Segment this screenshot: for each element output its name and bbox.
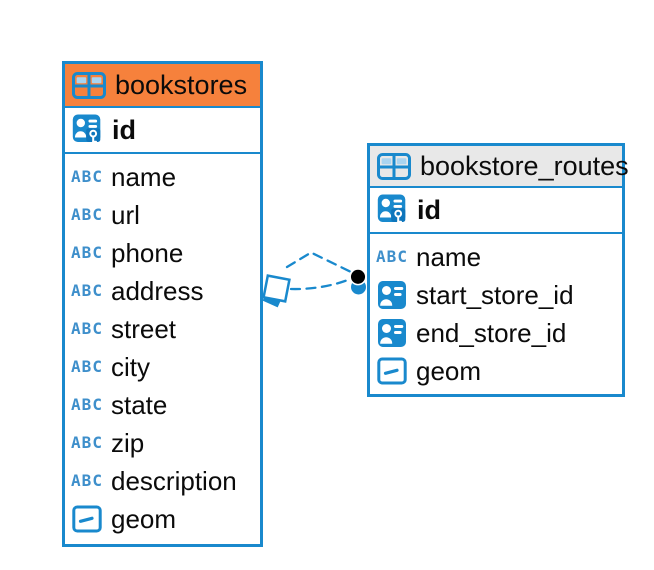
field-row-name[interactable]: ABC name bbox=[65, 158, 260, 196]
table-icon bbox=[71, 71, 107, 99]
field-row-city[interactable]: ABC city bbox=[65, 348, 260, 386]
relationship-line-lower[interactable] bbox=[289, 278, 351, 291]
field-row-id[interactable]: id bbox=[65, 108, 260, 154]
primary-key-label: id bbox=[112, 114, 136, 145]
table-title: bookstore_routes bbox=[420, 150, 629, 181]
field-row-end-store-id[interactable]: end_store_id bbox=[370, 314, 622, 352]
text-type-icon: ABC bbox=[71, 319, 103, 338]
table-bookstore-routes[interactable]: bookstore_routes id ABC bbox=[367, 143, 629, 397]
field-label: end_store_id bbox=[416, 317, 567, 348]
field-label: phone bbox=[111, 237, 184, 268]
field-row-description[interactable]: ABC description bbox=[65, 462, 260, 500]
field-list: ABC name start_store_id bbox=[370, 234, 622, 390]
table-title: bookstores bbox=[115, 69, 248, 100]
field-label: city bbox=[111, 351, 150, 382]
field-row-start-store-id[interactable]: start_store_id bbox=[370, 276, 622, 314]
primary-key-icon bbox=[374, 193, 410, 227]
field-label: description bbox=[111, 465, 237, 496]
text-type-icon: ABC bbox=[71, 471, 103, 490]
field-label: address bbox=[111, 275, 204, 306]
text-type-icon: ABC bbox=[71, 167, 103, 186]
field-row-name[interactable]: ABC name bbox=[370, 238, 622, 276]
table-bookstores-header[interactable]: bookstores bbox=[65, 64, 260, 108]
field-label: name bbox=[416, 241, 482, 272]
relationship-line-upper[interactable] bbox=[285, 251, 352, 273]
field-label: name bbox=[111, 161, 177, 192]
relationship-edges[interactable] bbox=[285, 251, 352, 291]
text-type-icon: ABC bbox=[71, 395, 103, 414]
field-row-state[interactable]: ABC state bbox=[65, 386, 260, 424]
text-type-icon: ABC bbox=[71, 243, 103, 262]
table-icon bbox=[376, 152, 412, 180]
text-type-icon: ABC bbox=[71, 357, 103, 376]
field-row-zip[interactable]: ABC zip bbox=[65, 424, 260, 462]
field-label: street bbox=[111, 313, 177, 344]
primary-key-label: id bbox=[417, 194, 441, 225]
text-type-icon: ABC bbox=[71, 281, 103, 300]
foreign-key-icon bbox=[374, 280, 410, 310]
field-label: start_store_id bbox=[416, 279, 574, 310]
field-row-url[interactable]: ABC url bbox=[65, 196, 260, 234]
field-row-geom[interactable]: geom bbox=[370, 352, 622, 390]
table-bookstore-routes-header[interactable]: bookstore_routes bbox=[370, 146, 629, 188]
field-label: geom bbox=[416, 355, 482, 386]
primary-key-icon bbox=[69, 113, 105, 147]
field-row-geom[interactable]: geom bbox=[65, 500, 260, 538]
one-end-symbol[interactable] bbox=[349, 268, 367, 295]
field-label: url bbox=[111, 199, 140, 230]
many-end-symbol[interactable] bbox=[262, 274, 291, 308]
field-label: zip bbox=[111, 427, 145, 458]
field-label: geom bbox=[111, 503, 177, 534]
geometry-type-icon bbox=[374, 357, 410, 385]
field-row-id[interactable]: id bbox=[370, 188, 622, 234]
text-type-icon: ABC bbox=[71, 433, 103, 452]
field-list: ABC name ABC url ABC phone ABC address A… bbox=[65, 154, 260, 538]
field-row-phone[interactable]: ABC phone bbox=[65, 234, 260, 272]
field-row-address[interactable]: ABC address bbox=[65, 272, 260, 310]
text-type-icon: ABC bbox=[376, 247, 408, 266]
field-label: state bbox=[111, 389, 168, 420]
table-bookstores[interactable]: bookstores id ABC bbox=[62, 61, 263, 547]
foreign-key-icon bbox=[374, 318, 410, 348]
field-row-street[interactable]: ABC street bbox=[65, 310, 260, 348]
geometry-type-icon bbox=[69, 505, 105, 533]
text-type-icon: ABC bbox=[71, 205, 103, 224]
